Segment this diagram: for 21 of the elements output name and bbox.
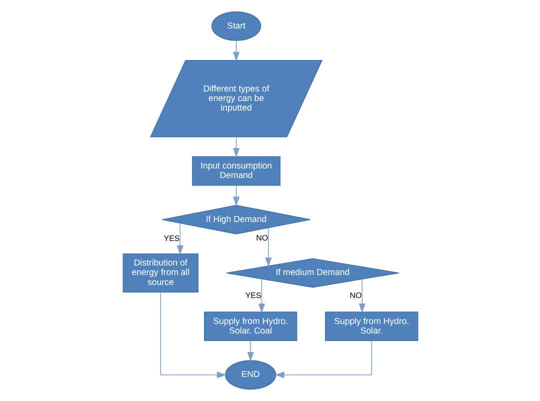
node-ellipse: Start — [210, 11, 261, 41]
arrow — [232, 136, 240, 158]
node-box: Supply from Hydro. Solar. Coal — [204, 312, 297, 342]
node-diamond: If High Demand — [161, 204, 310, 234]
arrow — [232, 40, 240, 62]
arrow — [246, 340, 254, 362]
arrow — [232, 185, 240, 206]
arrow — [264, 227, 272, 268]
arrow — [358, 278, 365, 314]
edge-label: NO — [349, 290, 362, 300]
node-box: Distribution of energy from all source — [122, 253, 198, 292]
node-ellipse: END — [224, 360, 276, 390]
node-box: Supply from Hydro. Solar. — [324, 312, 418, 342]
arrow — [274, 340, 372, 378]
node-box: Input consumption Demand — [192, 156, 280, 186]
arrow — [258, 278, 265, 314]
edge-label: YES — [244, 290, 261, 300]
edge-label: NO — [256, 233, 268, 242]
arrow — [176, 222, 183, 255]
arrow — [160, 292, 226, 378]
edge-label: YES — [163, 234, 180, 243]
